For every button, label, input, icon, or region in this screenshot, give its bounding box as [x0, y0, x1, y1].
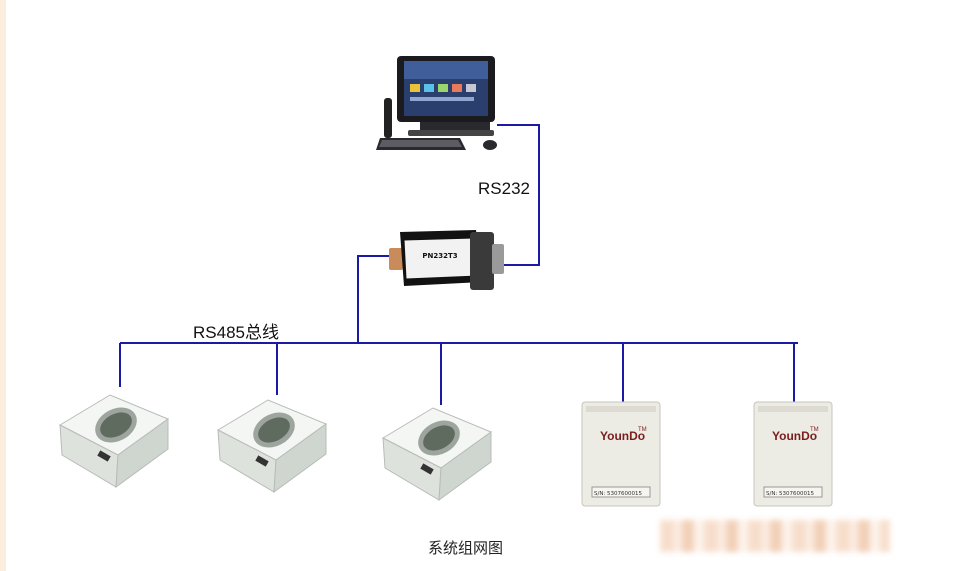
left-edge-strip — [0, 0, 6, 571]
youndo-sensor-1: YounDo TM S/N: 5307600015 — [581, 401, 661, 507]
blurred-watermark — [660, 520, 890, 552]
youndo-brand-1: YounDo — [600, 429, 645, 443]
youndo-serial-1: S/N: 5307600015 — [594, 491, 643, 497]
lcd-sensor-1 — [58, 394, 170, 489]
youndo-serial-2: S/N: 5307600015 — [766, 491, 815, 497]
youndo-sensor-2: YounDo TM S/N: 5307600015 — [753, 401, 833, 507]
converter-icon: PN232T3 — [389, 230, 504, 290]
youndo-tm-1: TM — [638, 427, 647, 433]
converter-model: PN232T3 — [422, 252, 457, 260]
computer-icon — [376, 56, 497, 150]
lcd-sensor-3 — [381, 407, 493, 502]
lcd-sensor-2 — [216, 399, 328, 494]
youndo-tm-2: TM — [810, 427, 819, 433]
rs232-link — [497, 124, 540, 266]
rs232-label: RS232 — [478, 179, 530, 198]
diagram-caption: 系统组网图 — [428, 539, 504, 557]
rs485-label: RS485总线 — [193, 323, 279, 342]
connection-lines — [119, 124, 798, 410]
converter-bus-link — [357, 255, 392, 343]
youndo-brand-2: YounDo — [772, 429, 817, 443]
